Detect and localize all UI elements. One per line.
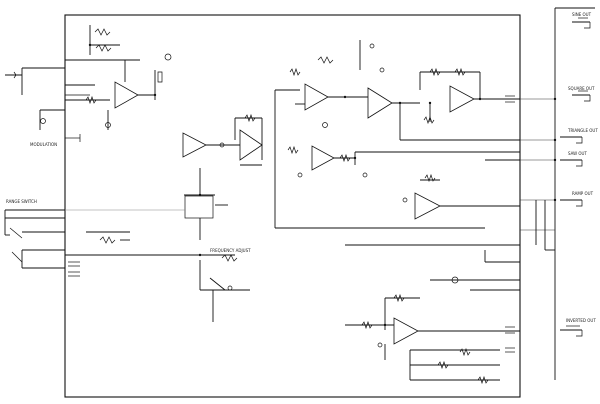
input-opamp [114,81,139,109]
left-pins [65,94,90,277]
square-output-stage [399,67,520,141]
integrator-core [274,40,485,229]
modulation-label: MODULATION [30,142,57,147]
saw-ramp-stage [287,145,520,220]
ramp-out-label: RAMP OUT [572,191,594,196]
triangle-output-connector: TRIANGLE OUT [560,128,598,144]
freq-label: FREQUENCY ADJUST [210,248,251,253]
inverted-out-label: INVERTED OUT [566,318,596,323]
square-output-connector: SQUARE OUT [568,86,595,102]
inverted-output-stage [345,244,520,385]
ramp-output-connector: RAMP OUT [560,191,594,207]
triangle-out-label: TRIANGLE OUT [567,128,598,133]
frequency-control: FREQUENCY ADJUST [65,168,251,322]
inverted-output-connector: INVERTED OUT [560,318,596,337]
range-switch-label: RANGE SWITCH [6,199,37,204]
sine-shaper [182,113,263,166]
output-bus [520,7,595,380]
junctions [88,43,557,327]
saw-output-connector: SAW OUT [560,151,587,167]
range-switch: RANGE SWITCH [4,199,65,269]
square-out-label: SQUARE OUT [568,86,595,91]
saw-out-label: SAW OUT [568,151,587,156]
sine-out-label: SINE OUT [572,12,592,17]
input-stage [65,25,172,130]
modulation-input: MODULATION [5,67,65,147]
sine-output-connector: SINE OUT [572,12,592,29]
